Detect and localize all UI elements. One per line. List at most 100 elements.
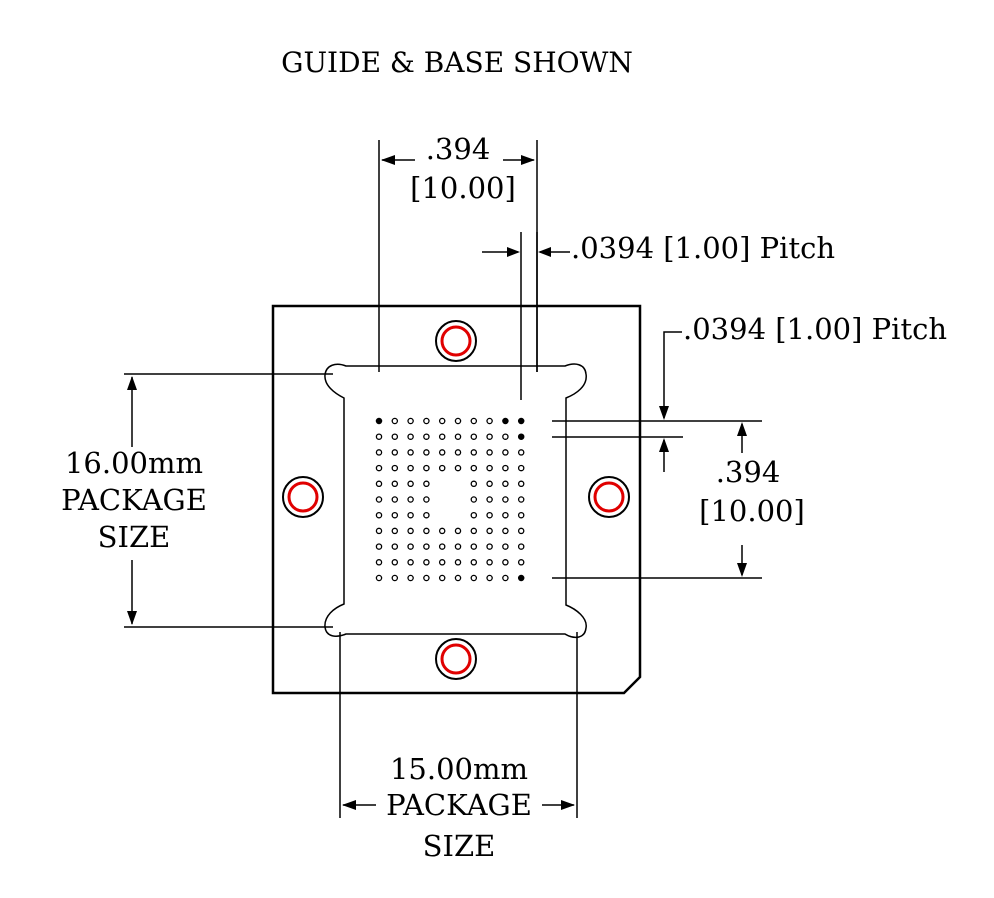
- ball: [486, 449, 493, 456]
- ball: [486, 464, 493, 472]
- ball: [454, 433, 462, 440]
- ball: [470, 449, 478, 456]
- ball: [407, 417, 414, 425]
- ball: [438, 433, 446, 440]
- ball: [502, 433, 509, 440]
- ball: [454, 527, 462, 535]
- ball: [517, 449, 525, 456]
- ball: [423, 449, 430, 456]
- package-width-dimension: 15.00mm PACKAGE SIZE: [339, 632, 578, 863]
- ball: [470, 543, 478, 550]
- ball: [391, 496, 399, 503]
- ball: [391, 480, 399, 488]
- column-pitch-label: .0394 [1.00] Pitch: [571, 231, 835, 265]
- top-width-inches: .394: [426, 132, 491, 166]
- ball: [423, 574, 430, 582]
- ball: [486, 527, 493, 535]
- column-pitch-dimension: .0394 [1.00] Pitch: [482, 231, 835, 400]
- right-height-mm: [10.00]: [699, 494, 805, 528]
- ball: [454, 464, 462, 472]
- ball: [407, 574, 414, 582]
- ball: [502, 511, 509, 519]
- ball: [391, 449, 399, 456]
- ball: [407, 433, 414, 440]
- ball: [391, 464, 399, 472]
- ball: [470, 480, 478, 488]
- ball: [423, 464, 430, 472]
- ball: [470, 464, 478, 472]
- ball: [391, 574, 399, 582]
- mount-hole-ring: [593, 481, 625, 513]
- ball: [423, 527, 430, 535]
- package-width-label: PACKAGE: [386, 788, 532, 822]
- ball: [470, 511, 478, 519]
- mount-hole-ring: [287, 481, 319, 513]
- ball: [423, 433, 430, 440]
- ball: [407, 543, 414, 550]
- ball: [375, 449, 383, 456]
- ball: [470, 559, 478, 566]
- ball: [407, 464, 414, 472]
- ball-filled: [517, 417, 525, 425]
- package-width-value: 15.00mm: [390, 752, 528, 786]
- ball: [391, 417, 399, 425]
- ball: [502, 480, 509, 488]
- ball: [517, 559, 525, 566]
- top-width-dimension: .394 [10.00]: [378, 132, 538, 372]
- ball: [407, 480, 414, 488]
- ball-filled: [517, 574, 525, 582]
- top-width-mm: [10.00]: [410, 171, 516, 205]
- ball: [375, 496, 383, 503]
- row-pitch-label: .0394 [1.00] Pitch: [683, 312, 947, 346]
- ball: [502, 464, 509, 472]
- ball: [470, 433, 478, 440]
- ball: [517, 511, 525, 519]
- ball: [470, 496, 478, 503]
- ball: [438, 464, 446, 472]
- ball: [502, 449, 509, 456]
- ball: [454, 417, 462, 425]
- mount-hole-right: [588, 476, 630, 518]
- ball: [454, 559, 462, 566]
- ball: [502, 496, 509, 503]
- ball: [423, 417, 430, 425]
- ball: [438, 417, 446, 425]
- diagram-title: GUIDE & BASE SHOWN: [281, 46, 633, 79]
- ball: [502, 559, 509, 566]
- ball: [375, 559, 383, 566]
- ball: [486, 480, 493, 488]
- ball: [407, 527, 414, 535]
- ball: [486, 574, 493, 582]
- ball: [438, 449, 446, 456]
- ball: [454, 449, 462, 456]
- ball: [438, 543, 446, 550]
- ball: [470, 417, 478, 425]
- ball: [486, 433, 493, 440]
- ball: [391, 433, 399, 440]
- ball: [423, 496, 430, 503]
- ball: [438, 527, 446, 535]
- ball: [438, 559, 446, 566]
- ball: [423, 480, 430, 488]
- ball: [517, 480, 525, 488]
- ball: [486, 543, 493, 550]
- ball: [517, 464, 525, 472]
- ball: [423, 511, 430, 519]
- ball: [375, 464, 383, 472]
- ball: [470, 527, 478, 535]
- row-pitch-dimension: .0394 [1.00] Pitch: [552, 312, 947, 472]
- ball: [486, 511, 493, 519]
- ball: [517, 527, 525, 535]
- ball: [486, 496, 493, 503]
- ball-filled: [375, 417, 383, 425]
- ball: [454, 543, 462, 550]
- ball: [375, 527, 383, 535]
- guide-outline: [324, 363, 587, 639]
- ball: [391, 527, 399, 535]
- ball: [423, 543, 430, 550]
- mount-hole-bottom: [435, 638, 477, 680]
- ball: [517, 543, 525, 550]
- ball: [375, 543, 383, 550]
- package-width-size: SIZE: [423, 829, 496, 863]
